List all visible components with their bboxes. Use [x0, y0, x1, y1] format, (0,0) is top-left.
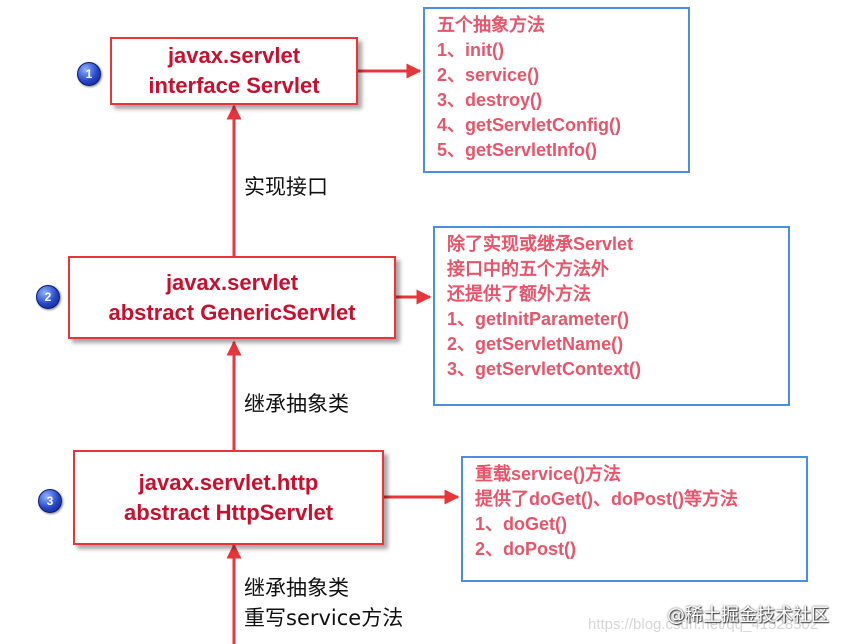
- note-line: 2、service(): [437, 65, 540, 85]
- relation-label-extends-sub: 继承抽象类: [244, 576, 349, 600]
- note-line: 接口中的五个方法外: [447, 259, 609, 279]
- class-declaration: interface Servlet: [148, 73, 320, 98]
- number-badge-3: 3: [38, 489, 62, 513]
- note-line: 1、doGet(): [475, 514, 567, 534]
- note-line: 3、getServletContext(): [447, 359, 642, 379]
- note-box-generic-methods: 除了实现或继承Servlet 接口中的五个方法外 还提供了额外方法 1、getI…: [433, 226, 790, 406]
- class-package: javax.servlet: [165, 269, 299, 295]
- class-package: javax.servlet.http: [138, 469, 319, 495]
- number-badge-2: 2: [36, 285, 60, 309]
- relation-label-implements: 实现接口: [244, 175, 328, 199]
- class-declaration: abstract HttpServlet: [123, 499, 334, 525]
- note-line: 除了实现或继承Servlet: [447, 234, 634, 254]
- watermark-url: https://blog.csdn.net/qq_41528502: [588, 616, 819, 633]
- note-line: 重载service()方法: [475, 464, 622, 484]
- note-line: 提供了doGet()、doPost()等方法: [475, 489, 738, 509]
- note-line: 1、init(): [437, 40, 504, 60]
- note-line: 1、getInitParameter(): [447, 309, 630, 329]
- class-package: javax.servlet: [167, 43, 301, 68]
- watermark-text: @稀土掘金技术社区: [667, 605, 829, 626]
- note-line: 3、destroy(): [437, 90, 543, 110]
- number-badge-1: 1: [77, 62, 101, 86]
- note-line: 2、getServletName(): [447, 334, 624, 354]
- class-box-generic-servlet: javax.servlet abstract GenericServlet: [68, 256, 396, 339]
- relation-label-extends: 继承抽象类: [244, 392, 349, 416]
- note-line: 还提供了额外方法: [447, 284, 591, 304]
- note-box-servlet-methods: 五个抽象方法 1、init() 2、service() 3、destroy() …: [423, 7, 690, 173]
- note-line: 5、getServletInfo(): [437, 140, 598, 160]
- relation-label-override: 重写service方法: [244, 606, 404, 630]
- note-line: 五个抽象方法: [437, 15, 545, 35]
- class-declaration: abstract GenericServlet: [108, 299, 356, 325]
- note-box-http-methods: 重载service()方法 提供了doGet()、doPost()等方法 1、d…: [461, 456, 808, 582]
- note-line: 2、doPost(): [475, 539, 576, 559]
- class-box-servlet: javax.servlet interface Servlet: [110, 37, 358, 105]
- note-line: 4、getServletConfig(): [437, 115, 622, 135]
- class-box-http-servlet: javax.servlet.http abstract HttpServlet: [73, 450, 384, 545]
